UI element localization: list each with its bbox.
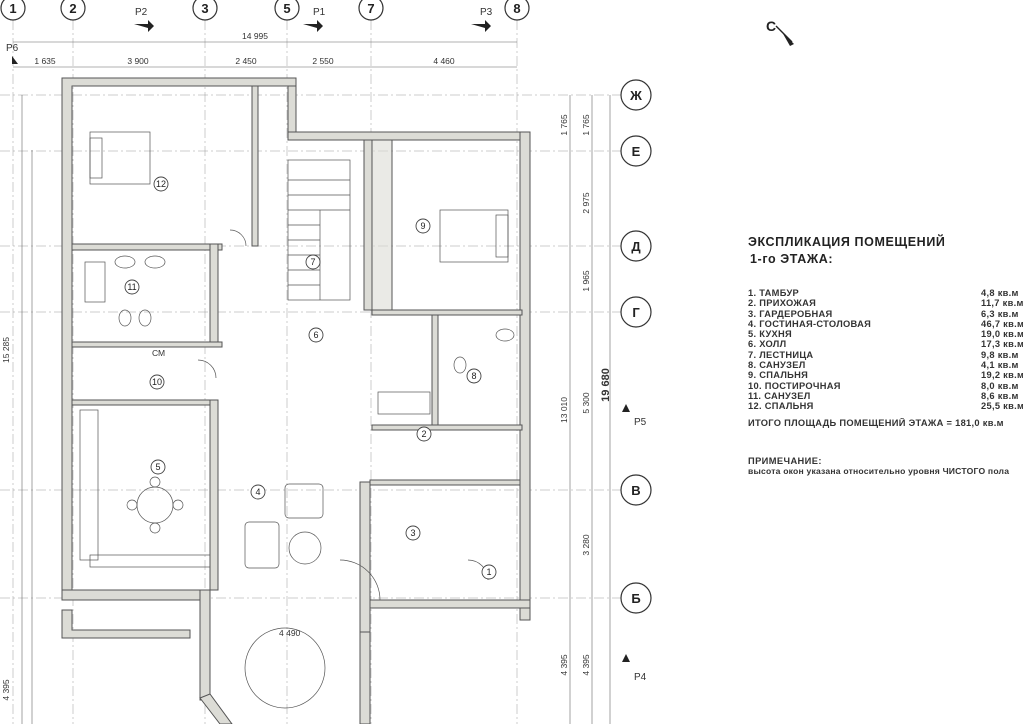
dimensions-right: 1 765 13 010 4 395 1 765 2 975 1 965 5 3… [559, 95, 612, 724]
axis-label: В [631, 483, 640, 498]
dimension: 3 900 [127, 56, 149, 66]
axis-label: 5 [283, 1, 290, 16]
dimensions-left: 15 285 4 395 [1, 95, 33, 724]
dimension-overall: 19 680 [600, 368, 612, 402]
furniture [79, 131, 515, 709]
dimension: 1 765 [581, 114, 591, 136]
dimension: 1 635 [34, 56, 56, 66]
total-area: ИТОГО ПЛОЩАДЬ ПОМЕЩЕНИЙ ЭТАЖА = 181,0 кв… [748, 417, 1004, 428]
interior-walls [71, 85, 523, 591]
dimension: 2 975 [581, 192, 591, 214]
north-label: С [766, 18, 777, 34]
dimension: 15 285 [1, 337, 11, 363]
dimension: 2 550 [312, 56, 334, 66]
axis-label: 1 [9, 1, 16, 16]
room-number: 9 [420, 221, 425, 231]
section-label: Р3 [480, 7, 493, 18]
axis-label: 8 [513, 1, 520, 16]
dimension: 2 450 [235, 56, 257, 66]
room-number: 11 [127, 282, 136, 292]
dimension-overall: 14 995 [242, 31, 268, 41]
staircase [287, 159, 351, 301]
axis-markers-right: Ж Е Д Г В Б [620, 79, 652, 614]
room-number: 8 [471, 371, 476, 381]
note-title: ПРИМЕЧАНИЕ: [748, 455, 822, 466]
axis-label: Г [632, 305, 640, 320]
section-markers: Р2 Р1 Р3 Р6 Р5 Р4 [6, 7, 647, 683]
axis-label: Д [631, 239, 641, 254]
north-arrow: С [762, 18, 802, 63]
room-number-labels: 1 2 3 4 5 6 7 8 9 10 11 12 СМ [124, 176, 497, 580]
dimension: 4 460 [433, 56, 455, 66]
room-number: 4 [255, 487, 260, 497]
exterior-walls [61, 77, 531, 724]
room-number: 5 [155, 462, 160, 472]
axis-label: Б [631, 591, 640, 606]
dimension: 3 280 [581, 534, 591, 556]
section-label: Р5 [634, 417, 647, 428]
room-schedule: ЭКСПЛИКАЦИЯ ПОМЕЩЕНИЙ 1-го ЭТАЖА: 1. ТАМ… [748, 234, 1023, 476]
axis-label: Ж [629, 88, 642, 103]
dimension: 5 300 [581, 392, 591, 414]
room-number: 12 [156, 179, 166, 189]
note-text: высота окон указана относительно уровня … [748, 465, 1010, 476]
dimension: 4 395 [1, 679, 11, 701]
floor-plan-drawing: 1 2 3 5 7 8 Ж Е Д Г В Б Р2 Р1 Р3 Р6 Р5 [0, 0, 652, 724]
legend-title-line2: 1-го ЭТАЖА: [750, 252, 834, 266]
dimension: 1 765 [559, 114, 569, 136]
room-number: 7 [310, 257, 315, 267]
axis-label: 7 [367, 1, 374, 16]
axis-label: 3 [201, 1, 208, 16]
grid-lines [0, 20, 625, 724]
dimension: 13 010 [559, 397, 569, 423]
room-number: 6 [313, 330, 318, 340]
room-number: 3 [410, 528, 415, 538]
dimension: 4 490 [279, 628, 301, 638]
room-number: 10 [152, 377, 162, 387]
section-label: Р4 [634, 672, 647, 683]
label-cm: СМ [152, 348, 165, 358]
dimension: 4 395 [581, 654, 591, 676]
room-number: 1 [486, 567, 491, 577]
legend-title-line1: ЭКСПЛИКАЦИЯ ПОМЕЩЕНИЙ [748, 235, 946, 249]
axis-label: 2 [69, 1, 76, 16]
axis-label: Е [632, 144, 641, 159]
axis-markers-top: 1 2 3 5 7 8 [0, 0, 530, 21]
north-arrow-icon [775, 25, 794, 46]
section-label: Р6 [6, 43, 19, 54]
dimension: 4 395 [559, 654, 569, 676]
section-label: Р2 [135, 7, 148, 18]
dimensions-top: 14 995 1 635 3 900 2 450 2 550 4 460 [13, 31, 517, 68]
room-number: 2 [421, 429, 426, 439]
dimension: 1 965 [581, 270, 591, 292]
section-label: Р1 [313, 7, 326, 18]
